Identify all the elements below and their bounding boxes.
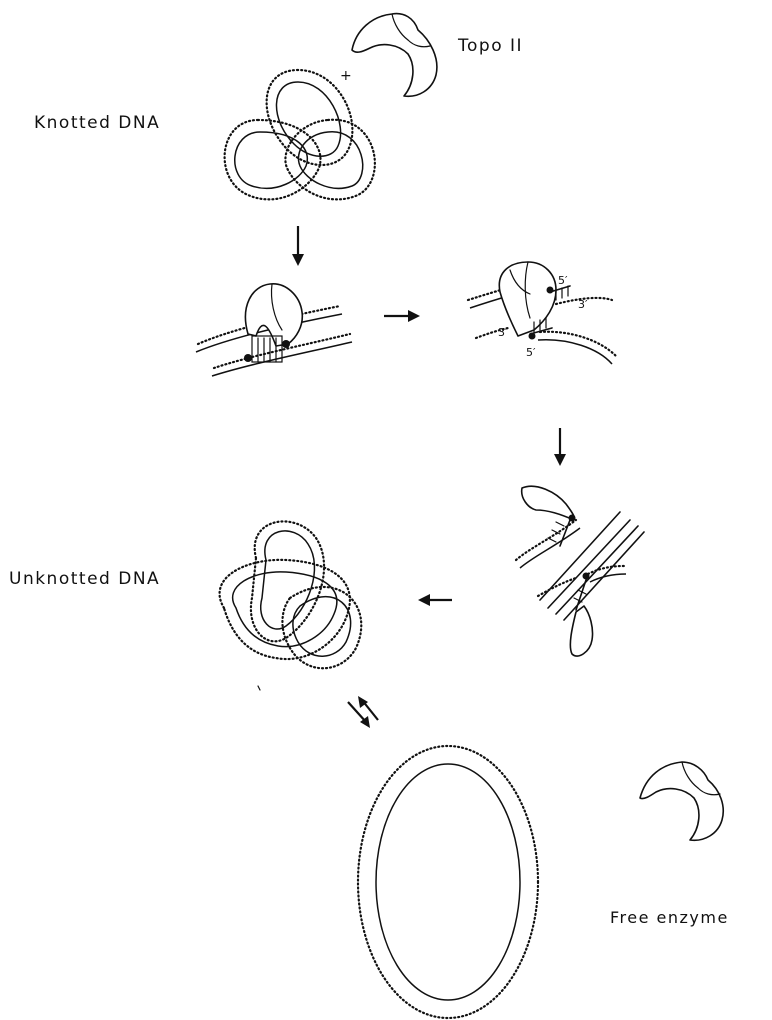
arrow-right-1 [384, 310, 420, 322]
three-prime-right: 3′ [578, 298, 588, 311]
knotted-dna [225, 70, 375, 199]
topo-ii-enzyme [352, 14, 437, 97]
five-prime-bottom: 5′ [526, 346, 536, 359]
arrow-down-2 [554, 428, 566, 466]
arrow-down-1 [292, 226, 304, 266]
margin-mark [258, 686, 260, 690]
equilibrium-arrows [348, 696, 378, 728]
three-prime-left: 3′ [498, 326, 508, 339]
unknotted-dna [220, 521, 362, 668]
free-enzyme [640, 762, 723, 840]
cleaved-dna-complex: 5′ 3′ 3′ 5′ [468, 262, 616, 364]
five-prime-top: 5′ [558, 274, 568, 287]
strand-passage-complex [516, 486, 644, 656]
enzyme-bound-dna [196, 284, 352, 376]
arrow-left-1 [418, 594, 452, 606]
relaxed-circular-dna [358, 746, 538, 1018]
